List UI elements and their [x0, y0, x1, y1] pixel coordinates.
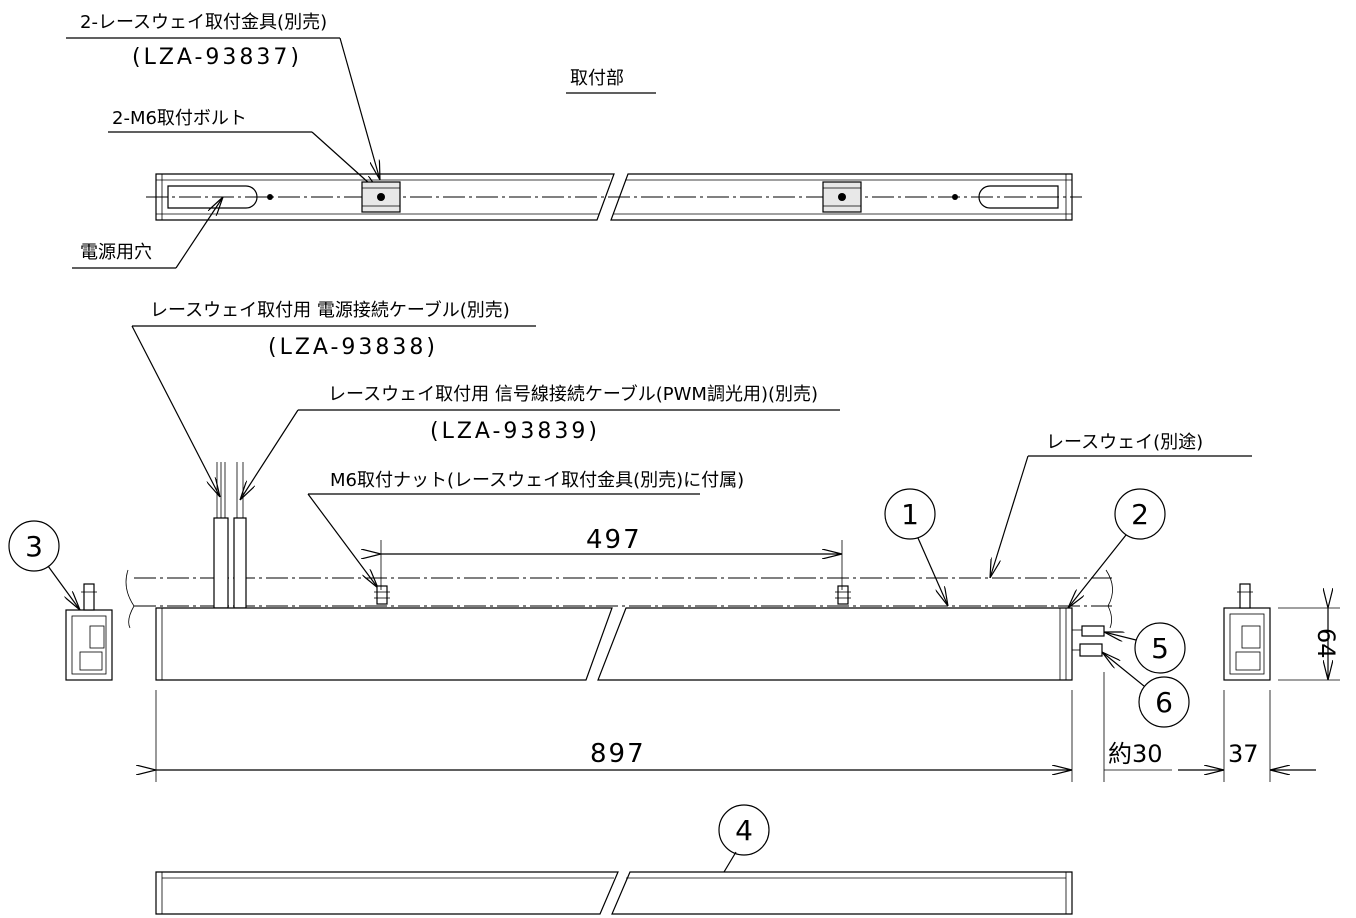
balloons: 1 2 3 4 5 6 — [8, 488, 1190, 892]
top-body-left — [155, 173, 615, 221]
balloon-6: 6 — [1155, 686, 1173, 719]
end-view-right-block — [1241, 625, 1261, 649]
signal-cable — [233, 517, 247, 609]
balloon-5-leader — [1104, 632, 1137, 640]
end-view-right-lower — [1235, 651, 1261, 671]
dimensions: 497 897 約30 37 64 — [156, 525, 1340, 782]
nut-label: M6取付ナット(レースウェイ取付金具(別売)に付属) — [330, 470, 744, 491]
diffuser-left — [155, 871, 619, 915]
end-view-right-bolt — [1239, 583, 1251, 609]
bolt-label: 2-M6取付ボルト — [112, 108, 247, 129]
power-hole-right — [978, 185, 1059, 209]
hole-left — [267, 194, 273, 200]
end-view-left-lower — [79, 651, 103, 671]
dim-connector-length: 約30 — [1108, 740, 1163, 768]
signal-cable-code: (LZA-93839) — [430, 419, 600, 444]
balloon-3: 3 — [25, 530, 43, 563]
connector-6 — [1079, 643, 1103, 657]
nut-leader — [307, 493, 378, 588]
balloon-2: 2 — [1131, 498, 1149, 531]
power-cable — [213, 517, 229, 609]
power-cable-leader — [131, 325, 220, 497]
balloon-3-circle — [8, 520, 60, 572]
bracket-label: 2-レースウェイ取付金具(別売) — [80, 12, 327, 33]
end-view-left — [65, 583, 113, 681]
diffuser-right — [611, 871, 1073, 915]
dim-overall-length: 897 — [590, 739, 646, 769]
signal-cable-label: レースウェイ取付用 信号線接続ケーブル(PWM調光用)(別売) — [328, 383, 818, 405]
balloon-2-circle — [1114, 488, 1166, 540]
mounting-title: 取付部 — [570, 68, 624, 89]
balloon-4-circle — [718, 804, 770, 856]
raceway-break-left — [125, 569, 135, 629]
connector-5 — [1081, 625, 1105, 637]
bolt-right — [838, 193, 846, 201]
end-view-left-inner — [71, 615, 107, 675]
power-hole-left — [167, 185, 258, 209]
end-view-left-bolt — [83, 583, 95, 611]
balloon-1: 1 — [901, 498, 919, 531]
cable-labels: レースウェイ取付用 電源接続ケーブル(別売) (LZA-93838) レースウェ… — [131, 299, 1252, 588]
mounting-top-view: 取付部 2-レースウェイ取付金具(別売) (LZA-93837) 2-M6取付ボ… — [66, 12, 1082, 269]
balloon-1-leader — [917, 537, 948, 606]
end-view-right-body — [1223, 607, 1271, 681]
balloon-3-leader — [47, 565, 80, 610]
power-cable-code: (LZA-93838) — [268, 335, 438, 360]
dim-bolt-pitch: 497 — [586, 525, 642, 555]
nut-left — [376, 585, 388, 605]
balloon-1-circle — [884, 488, 936, 540]
signal-cable-leader — [240, 409, 299, 500]
balloon-2-leader — [1068, 534, 1127, 608]
raceway-break-right — [1105, 569, 1113, 629]
balloon-4: 4 — [735, 814, 753, 847]
bracket-leader — [339, 37, 380, 180]
bracket-right — [822, 181, 862, 213]
balloon-6-leader — [1102, 652, 1145, 687]
front-body-left — [155, 607, 613, 681]
dim-height: 64 — [1312, 628, 1340, 659]
power-cable-label: レースウェイ取付用 電源接続ケーブル(別売) — [150, 299, 510, 321]
front-body-right — [597, 607, 1073, 681]
balloon-5: 5 — [1151, 632, 1169, 665]
raceway-label: レースウェイ(別途) — [1046, 432, 1203, 453]
hole-right — [952, 194, 958, 200]
bolt-left — [377, 193, 385, 201]
end-view-right-inner — [1229, 613, 1265, 675]
dim-width: 37 — [1228, 740, 1259, 768]
power-hole-leader — [175, 197, 223, 269]
front-view — [65, 462, 1271, 681]
balloon-5-circle — [1134, 622, 1186, 674]
balloon-6-circle — [1138, 676, 1190, 728]
end-view-left-block — [89, 625, 105, 649]
nut-right — [837, 585, 849, 605]
power-hole-label: 電源用穴 — [80, 242, 152, 263]
top-body-right — [610, 173, 1073, 221]
diffuser-view — [155, 871, 1073, 915]
end-view-right — [1223, 583, 1271, 681]
raceway-leader — [990, 455, 1029, 578]
end-view-left-body — [65, 609, 113, 681]
bracket-code: (LZA-93837) — [132, 45, 302, 70]
